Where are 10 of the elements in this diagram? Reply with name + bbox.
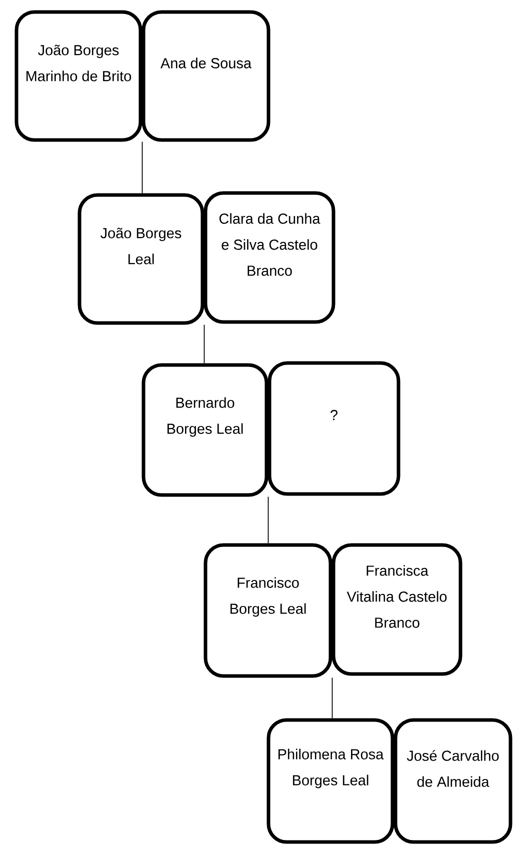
person-box: João Borges Marinho de Brito [14,10,142,142]
person-box: Francisco Borges Leal [204,543,332,678]
person-box: Philomena Rosa Borges Leal [266,718,394,844]
person-box: Clara da Cunha e Silva Castelo Branco [204,191,336,324]
person-box: Ana de Sousa [142,10,270,142]
person-box: João Borges Leal [78,193,204,325]
person-box: ? [268,361,400,496]
person-box: Francisca Vitalina Castelo Branco [332,543,462,676]
person-box: Bernardo Borges Leal [142,363,268,497]
person-box: José Carvalho de Almeida [394,718,512,844]
